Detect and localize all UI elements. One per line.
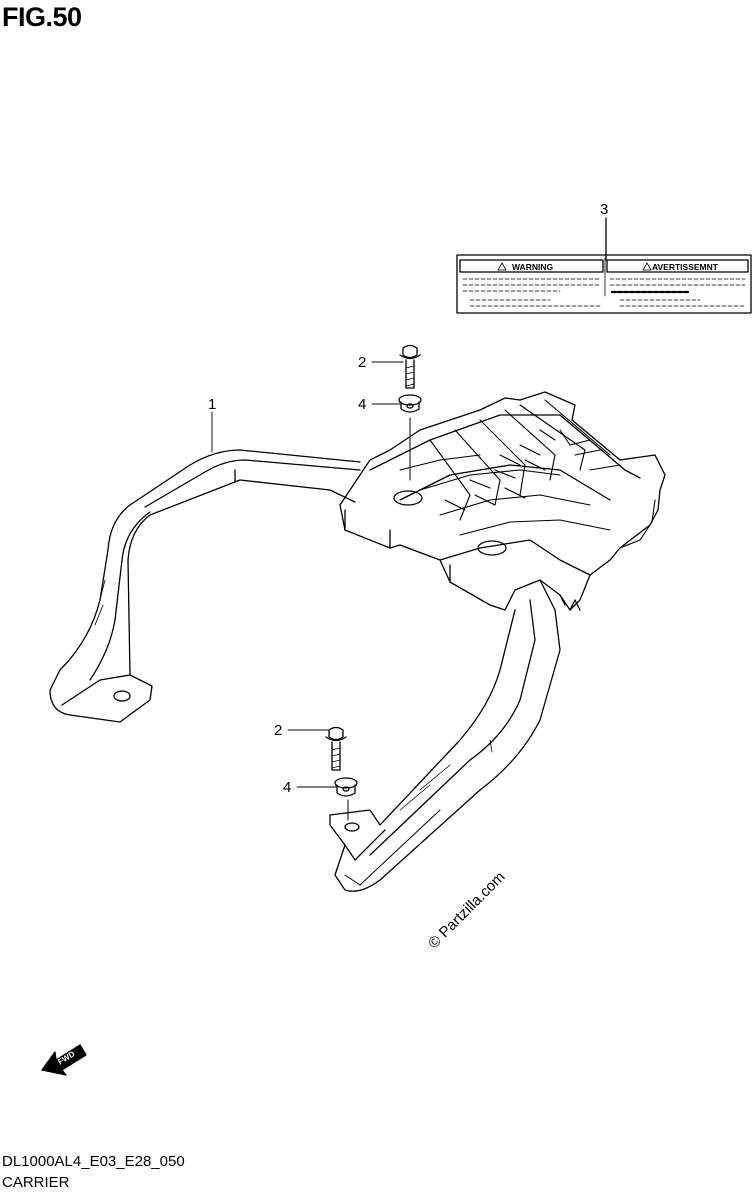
washer-lower-part[interactable] bbox=[334, 777, 358, 797]
callout-1: 1 bbox=[208, 396, 217, 413]
figure-title: FIG.50 bbox=[2, 2, 82, 32]
callout-2-upper: 2 bbox=[358, 354, 367, 371]
label-avertissement-heading: AVERTISSEMNT bbox=[652, 262, 719, 272]
callout-2-lower: 2 bbox=[274, 722, 283, 739]
label-warning-heading: WARNING bbox=[512, 262, 553, 272]
warning-label-part[interactable] bbox=[456, 217, 752, 314]
carrier-frame-part[interactable] bbox=[49, 391, 666, 892]
callout-4-upper: 4 bbox=[358, 396, 367, 413]
callout-4-lower: 4 bbox=[283, 779, 292, 796]
bolt-lower-part[interactable] bbox=[325, 726, 347, 771]
fwd-arrow-icon bbox=[41, 1044, 87, 1076]
diagram-caption: CARRIER bbox=[2, 1174, 70, 1191]
diagram-code: DL1000AL4_E03_E28_050 bbox=[2, 1153, 185, 1170]
bolt-upper-part[interactable] bbox=[399, 344, 421, 389]
washer-upper-part[interactable] bbox=[398, 394, 422, 413]
callout-3: 3 bbox=[600, 201, 609, 218]
